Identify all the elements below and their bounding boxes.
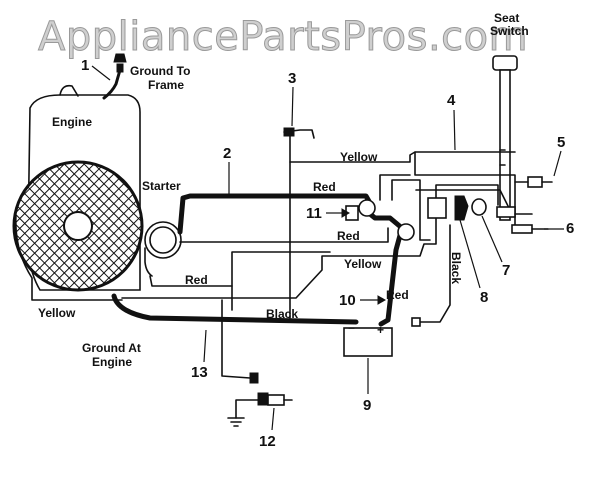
wire-label-red-middle: Red	[337, 229, 360, 243]
starter	[144, 221, 182, 277]
callout-6: 6	[566, 220, 574, 237]
callout-9: 9	[363, 397, 371, 414]
component-5	[514, 176, 553, 188]
callout-11: 11	[306, 205, 322, 222]
callout-8: 8	[480, 289, 488, 306]
wire-label-red-top: Red	[313, 180, 336, 194]
watermark: AppliancePartsPros.com	[38, 14, 528, 60]
wire-label-yellow-left: Yellow	[38, 306, 76, 320]
callout-12: 12	[259, 433, 276, 450]
ground-to-frame-label-2: Frame	[148, 78, 184, 92]
callout-13: 13	[191, 364, 208, 381]
callout-7: 7	[502, 262, 510, 279]
callout-4: 4	[447, 92, 456, 109]
callout-2: 2	[223, 145, 231, 162]
ground-at-engine-label-2: Engine	[92, 355, 132, 369]
callout-3: 3	[288, 70, 296, 87]
seat-switch-label: Seat	[494, 11, 519, 25]
callout-10: 10	[339, 292, 356, 309]
seat-switch	[492, 55, 518, 221]
wire-label-black-vertical: Black	[449, 252, 463, 284]
callout-5: 5	[557, 134, 565, 151]
wire-label-black-bottom: Black	[266, 307, 298, 321]
terminal	[411, 317, 421, 327]
ground-to-frame	[102, 53, 127, 100]
ground-to-frame-label: Ground To	[130, 64, 190, 78]
component-6	[511, 224, 549, 234]
seat-switch-label-2: Switch	[490, 24, 529, 38]
relay-assembly	[427, 195, 533, 221]
battery: − +	[343, 321, 393, 357]
component-12	[227, 392, 293, 427]
solenoid	[345, 199, 415, 241]
wire-label-yellow-top: Yellow	[340, 150, 378, 164]
callout-1: 1	[81, 57, 89, 74]
ground-at-engine-label: Ground At	[82, 341, 141, 355]
battery-plus-label: +	[377, 323, 384, 337]
battery-minus-label: −	[348, 321, 355, 335]
engine	[12, 84, 144, 301]
wire-label-yellow-middle: Yellow	[344, 257, 382, 271]
wire-label-red-left: Red	[185, 273, 208, 287]
starter-label: Starter	[142, 179, 181, 193]
wire-label-red-battery: Red	[386, 288, 409, 302]
engine-label: Engine	[52, 115, 92, 129]
